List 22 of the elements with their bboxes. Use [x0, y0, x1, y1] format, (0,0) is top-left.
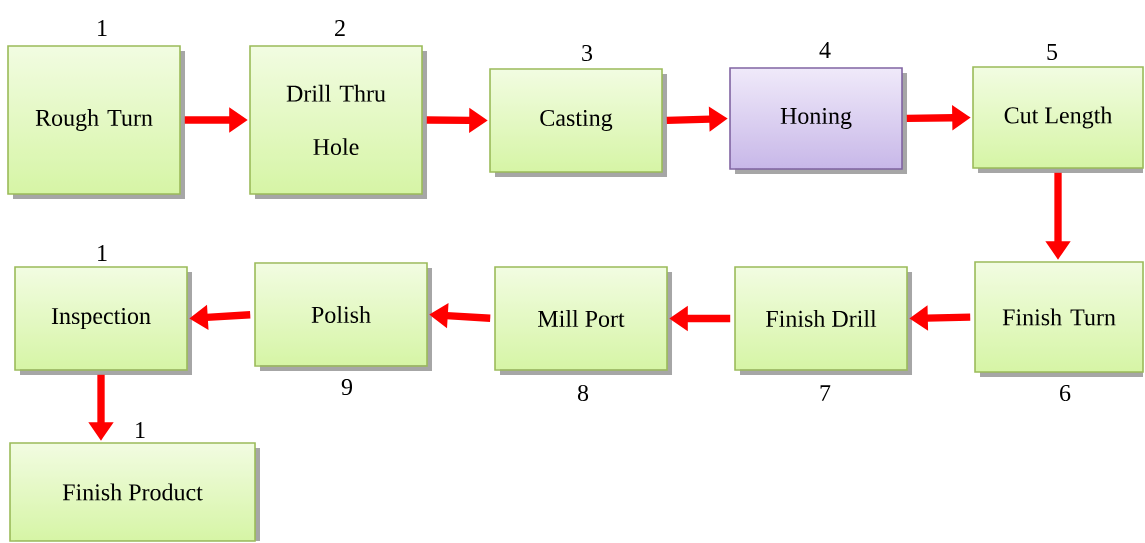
step-number: 7	[820, 385, 831, 401]
process-box: Finish Turn	[974, 261, 1144, 377]
step-number: 5	[1047, 44, 1058, 60]
process-box: Polish	[254, 262, 432, 371]
step-number: 4	[819, 42, 831, 58]
process-box: Casting	[489, 68, 667, 177]
process-box: Rough Turn	[7, 45, 185, 199]
process-box: Cut Length	[972, 66, 1144, 173]
process-box: Honing	[729, 67, 907, 174]
step-number: 6	[1060, 384, 1071, 402]
step-number: 9	[341, 378, 353, 396]
process-box: Mill Port	[494, 266, 672, 375]
step-number: 8	[577, 384, 589, 402]
step-number: 1	[98, 245, 107, 261]
process-box: Finish Drill	[734, 266, 912, 375]
step-number: 1	[136, 422, 145, 438]
step-number: 3	[582, 44, 593, 62]
process-box: Finish Product	[9, 442, 260, 542]
step-number: 2	[335, 20, 345, 36]
process-box: Inspection	[14, 266, 192, 375]
process-box: Drill Thru Hole	[249, 45, 427, 199]
step-number: 1	[98, 20, 107, 36]
